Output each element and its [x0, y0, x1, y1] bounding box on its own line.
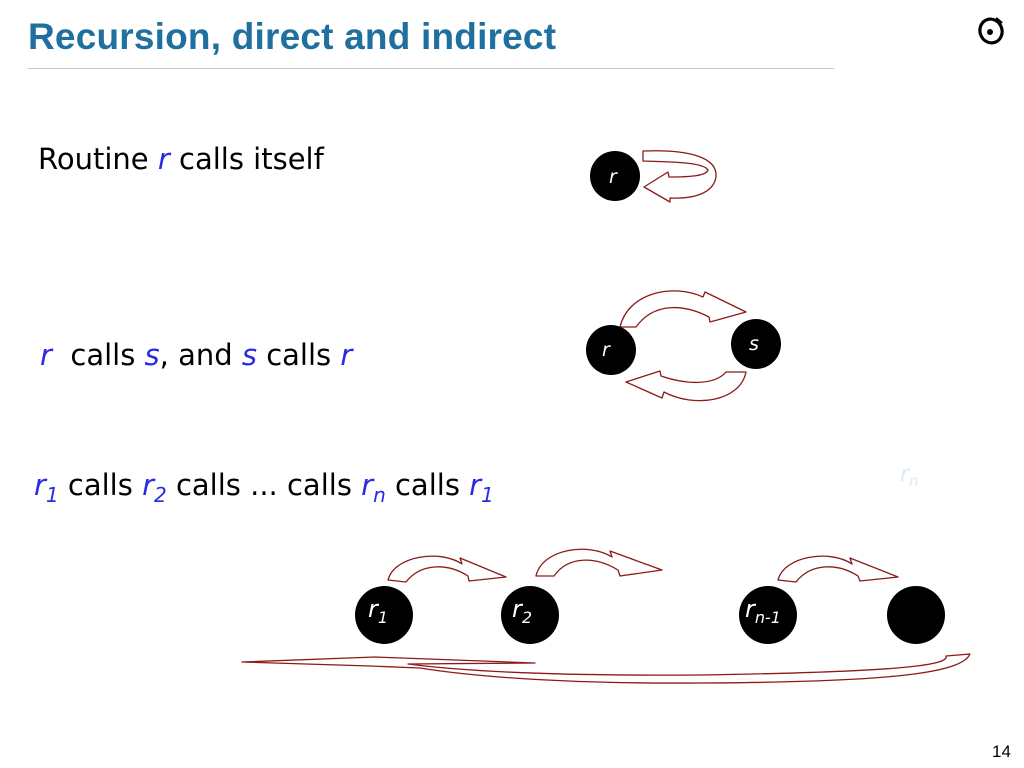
calls-ellipsis-text: calls ... calls — [175, 468, 352, 502]
word-calls: calls — [266, 338, 332, 372]
r-to-s-arrow — [619, 290, 747, 328]
var-r1: r1 — [34, 468, 59, 507]
s-to-r-arrow — [625, 370, 747, 402]
page-number: 14 — [992, 742, 1011, 761]
word-calls: calls — [67, 468, 133, 502]
word-and: , and — [159, 338, 233, 372]
var-r: r — [40, 338, 52, 372]
slide-title: Recursion, direct and indirect — [28, 16, 557, 57]
node-rn — [887, 586, 945, 644]
r2-to-next-arrow — [535, 548, 663, 577]
node-r2 — [501, 586, 559, 644]
var-r: r — [340, 338, 353, 372]
word-calls: calls — [394, 468, 460, 502]
var-s: s — [241, 338, 257, 372]
calls-itself-text: calls itself — [179, 142, 324, 176]
faded-rn-label: rn — [900, 462, 919, 490]
word-routine: Routine — [38, 142, 149, 176]
chain-recursion-statement: r1 calls r2 calls ... calls rn calls r1 — [34, 468, 494, 507]
node-label-r: r — [602, 339, 611, 361]
self-call-arrow — [642, 150, 717, 203]
node-label-s: s — [749, 333, 759, 355]
node-r1 — [355, 586, 413, 644]
word-calls: calls — [70, 338, 136, 372]
node-label-r2: r2 — [512, 595, 532, 627]
title-divider — [28, 68, 834, 69]
node-label-r: r — [609, 166, 618, 188]
var-r1: r1 — [469, 468, 494, 507]
node-rn-minus-1 — [739, 586, 797, 644]
eiffel-logo-icon — [978, 17, 1004, 45]
node-label-r1: r1 — [368, 595, 388, 627]
node-r-direct — [590, 151, 640, 201]
direct-recursion-statement: Routine r calls itself — [38, 142, 324, 176]
node-s-mutual — [731, 319, 781, 369]
mutual-recursion-statement: r calls s, and s calls r — [40, 338, 352, 372]
r1-to-r2-arrow — [387, 555, 507, 583]
rn-minus-1-to-rn-arrow — [777, 555, 899, 583]
node-r-mutual — [586, 325, 636, 375]
var-rn: rn — [361, 468, 386, 507]
var-r2: r2 — [142, 468, 167, 507]
var-r: r — [157, 142, 170, 176]
rn-to-r1-return-arrow — [241, 653, 971, 684]
node-label-rn-minus-1: rn-1 — [745, 595, 781, 627]
var-s: s — [144, 338, 160, 372]
